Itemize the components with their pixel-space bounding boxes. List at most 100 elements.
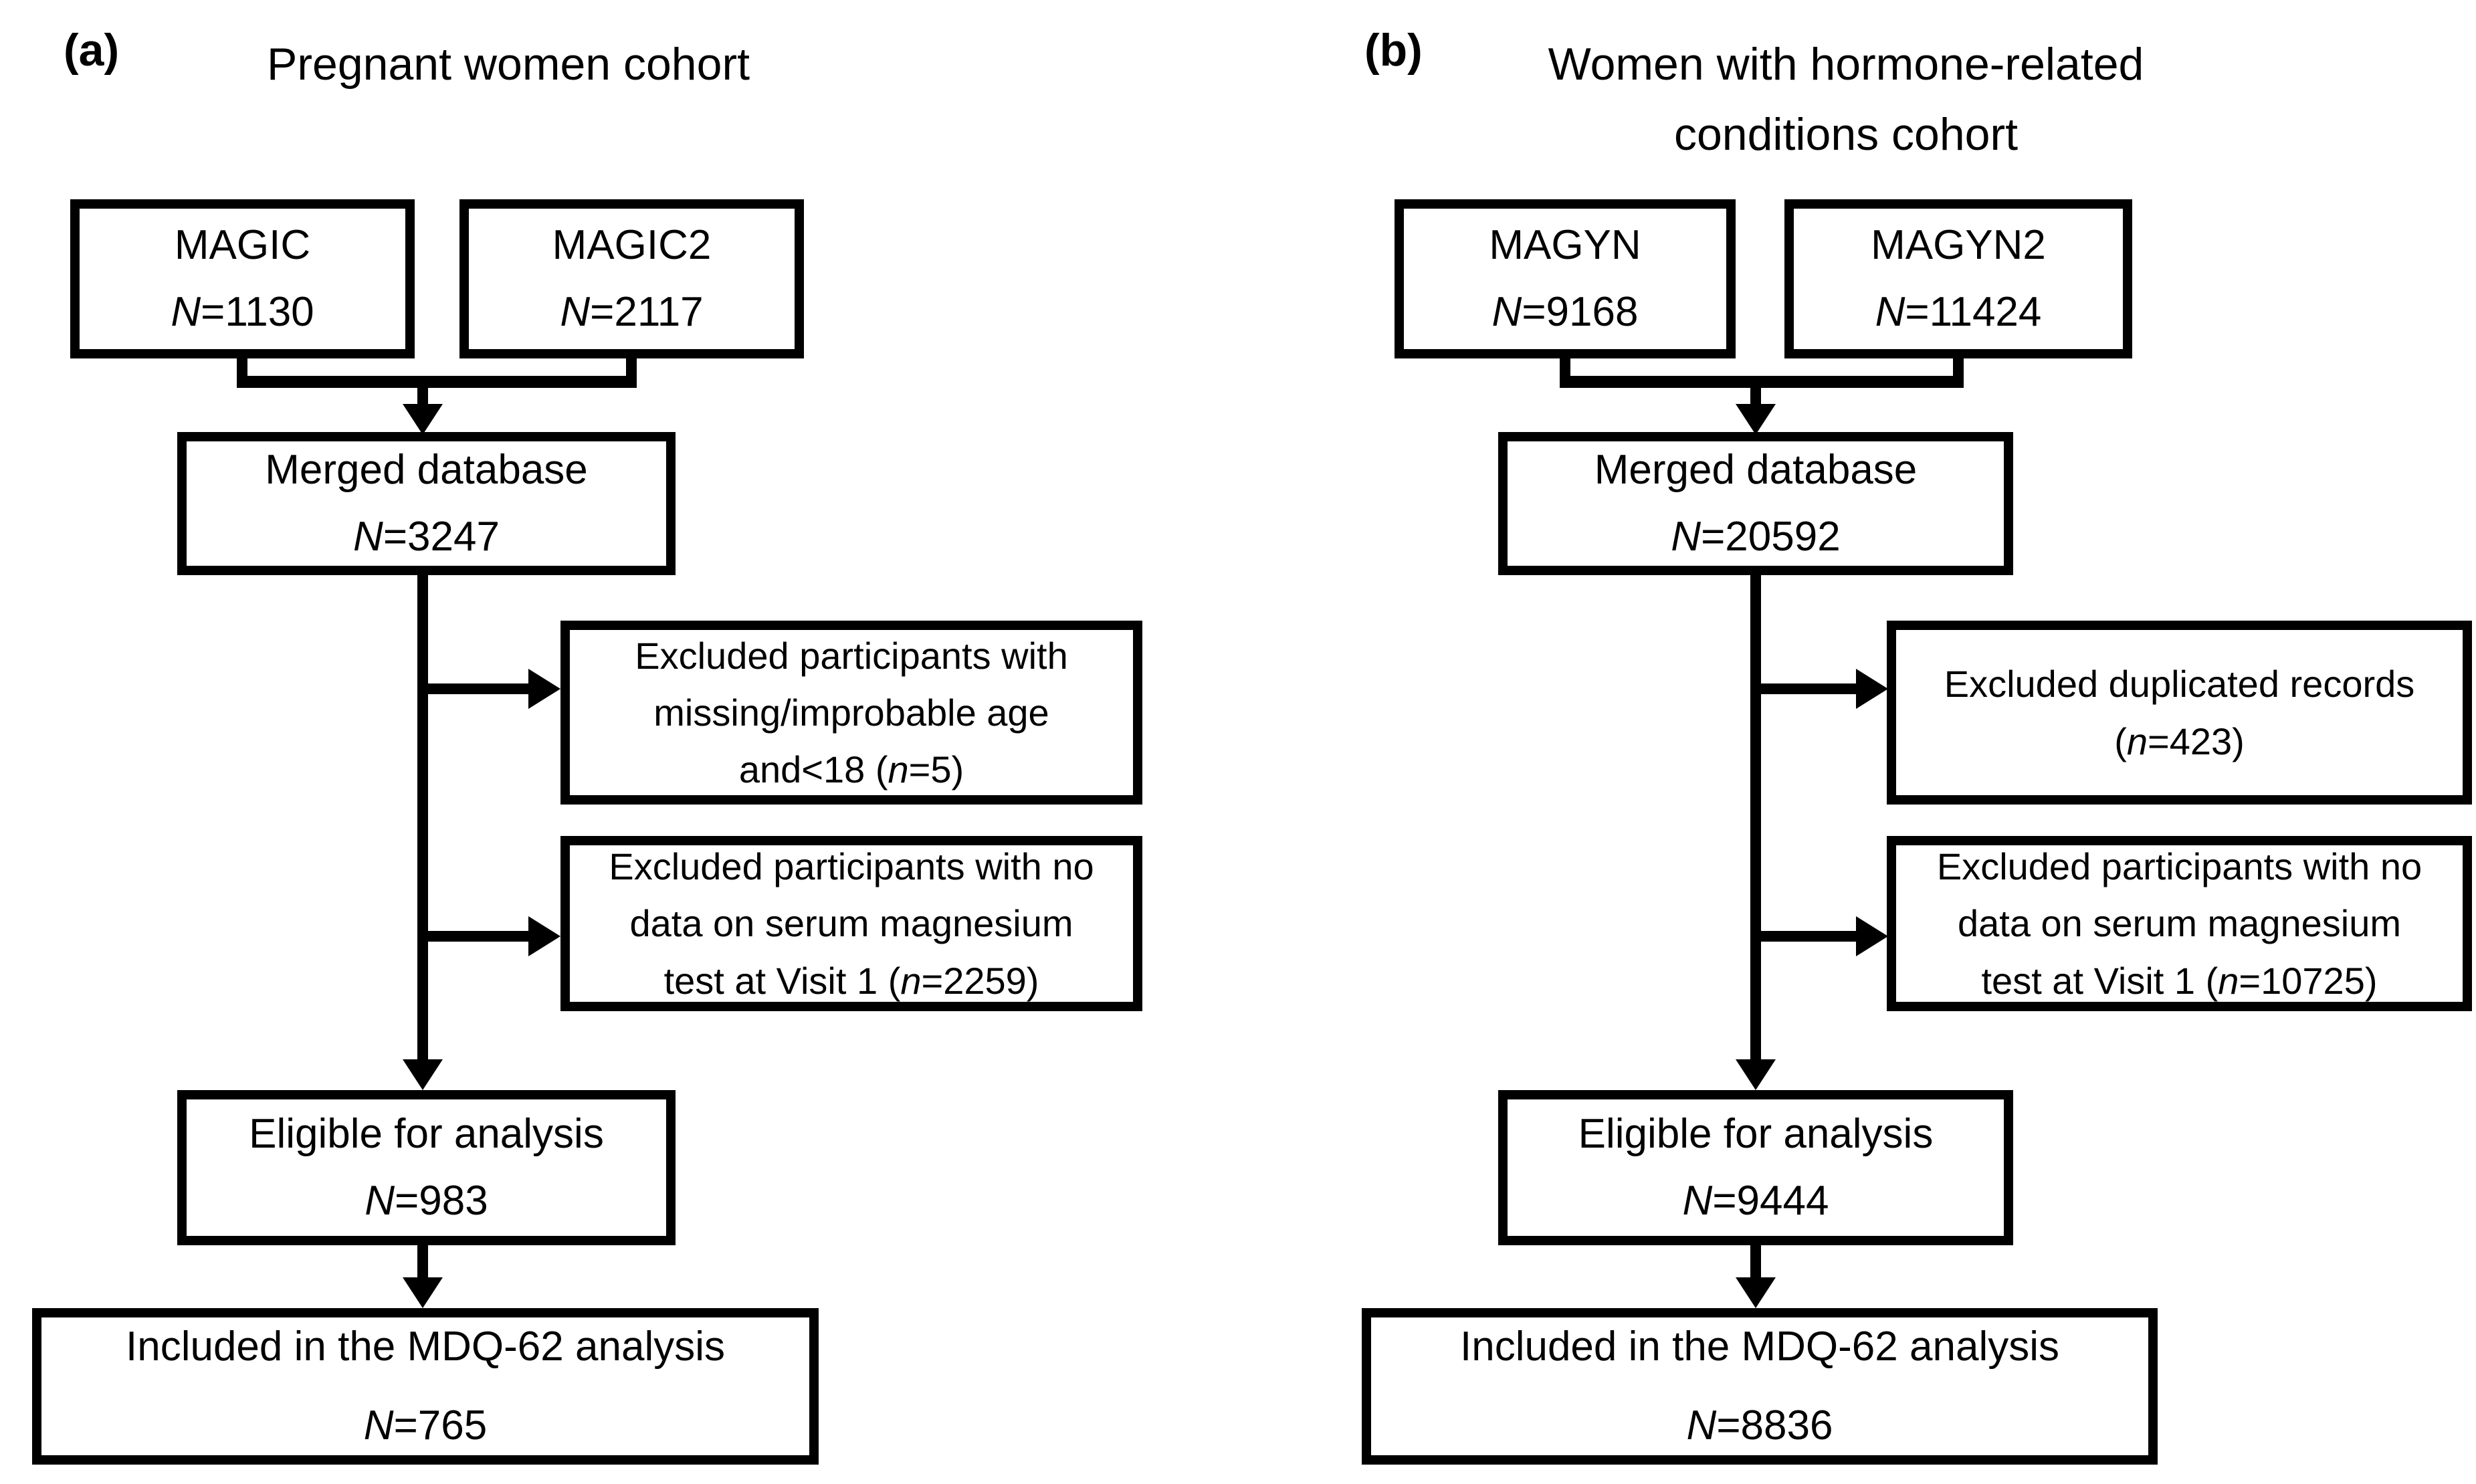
exclusion2-n-value-a: =2259) (921, 959, 1039, 1002)
eligible-title-b: Eligible for analysis (1578, 1110, 1934, 1157)
arrowhead-down-icon (403, 1059, 443, 1090)
exclusion-box-2-a: Excluded participants with no data on se… (560, 836, 1142, 1011)
magyn-box: MAGYN N=9168 (1395, 199, 1736, 358)
eligible-n-symbol-a: N (365, 1178, 395, 1224)
magic2-name: MAGIC2 (552, 221, 712, 268)
merged-n-value-b: =20592 (1701, 514, 1841, 560)
magic2-n-symbol: N (560, 289, 591, 335)
panel-a-title: Pregnant women cohort (267, 39, 750, 90)
included-box-a: Included in the MDQ-62 analysis N=765 (32, 1308, 819, 1465)
magic-n-symbol: N (171, 289, 201, 335)
included-n-value-a: =765 (393, 1402, 488, 1449)
merged-count-b: N=20592 (1671, 504, 1840, 570)
included-title-a: Included in the MDQ-62 analysis (125, 1323, 725, 1370)
eligible-count-b: N=9444 (1683, 1168, 1829, 1235)
exclusion2-n-value-b: =10725) (2239, 959, 2378, 1002)
included-n-value-b: =8836 (1716, 1402, 1833, 1449)
merge-arrow-stem-a (417, 387, 428, 408)
exclusion2-line3-b: test at Visit 1 (n=10725) (1981, 952, 2377, 1009)
magyn-n-symbol: N (1491, 289, 1522, 335)
included-arrow-stem-b (1750, 1245, 1761, 1280)
arrowhead-down-icon (403, 404, 443, 435)
included-n-symbol-b: N (1686, 1402, 1717, 1449)
exclusion-box-2-b: Excluded participants with no data on se… (1887, 836, 2472, 1011)
merged-count-a: N=3247 (353, 504, 500, 570)
magic-name: MAGIC (174, 221, 311, 268)
merge-bracket-bar-a (237, 376, 637, 388)
merged-n-value-a: =3247 (383, 514, 500, 560)
exclusion1-n-value-b: =423) (2148, 720, 2245, 762)
magic-count: N=1130 (171, 279, 314, 346)
included-arrow-stem-a (417, 1245, 428, 1280)
panel-b-title-line2: conditions cohort (1673, 109, 2019, 161)
magyn2-count: N=11424 (1875, 279, 2042, 346)
merged-title-b: Merged database (1594, 446, 1918, 493)
magyn2-name: MAGYN2 (1871, 221, 2046, 268)
exclusion1-line2-b: (n=423) (2114, 713, 2245, 770)
magic2-n-value: =2117 (590, 289, 704, 335)
eligible-n-value-b: =9444 (1712, 1178, 1829, 1224)
exclusion2-line3-pre-a: test at Visit 1 ( (663, 959, 901, 1002)
arrowhead-down-icon (1736, 1277, 1776, 1308)
included-title-b: Included in the MDQ-62 analysis (1459, 1323, 2059, 1370)
arrowhead-right-icon (528, 669, 560, 709)
panel-b-title-line1: Women with hormone-related (1548, 39, 2144, 90)
exclusion2-line3-pre-b: test at Visit 1 ( (1981, 959, 2219, 1002)
arrowhead-down-icon (1736, 404, 1776, 435)
included-count-a: N=765 (364, 1386, 487, 1465)
eligible-n-symbol-b: N (1682, 1178, 1713, 1224)
eligible-n-value-a: =983 (395, 1178, 488, 1224)
exclusion2-line1-b: Excluded participants with no (1936, 845, 2422, 888)
merged-database-box-b: Merged database N=20592 (1498, 432, 2013, 575)
arrowhead-right-icon (528, 916, 560, 956)
included-box-b: Included in the MDQ-62 analysis N=8836 (1362, 1308, 2158, 1465)
exclusion-branch-2-b (1761, 931, 1856, 942)
exclusion-box-1-a: Excluded participants with missing/impro… (560, 621, 1142, 805)
magic-box: MAGIC N=1130 (70, 199, 415, 358)
magic-n-value: =1130 (201, 289, 314, 335)
exclusion1-n-symbol-b: n (2126, 720, 2148, 762)
flow-line-b (1750, 575, 1761, 1061)
exclusion2-line2-a: data on serum magnesium (629, 902, 1073, 945)
eligible-box-a: Eligible for analysis N=983 (177, 1090, 676, 1245)
exclusion1-line3-a: and<18 (n=5) (739, 741, 964, 798)
magyn2-box: MAGYN2 N=11424 (1784, 199, 2132, 358)
arrowhead-down-icon (403, 1277, 443, 1308)
flow-line-a (417, 575, 428, 1061)
merged-n-symbol-a: N (353, 514, 383, 560)
exclusion1-line1-a: Excluded participants with (635, 634, 1068, 677)
exclusion1-line2-pre-b: ( (2114, 720, 2127, 762)
eligible-title-a: Eligible for analysis (249, 1110, 604, 1157)
merged-database-box-a: Merged database N=3247 (177, 432, 676, 575)
magyn-name: MAGYN (1489, 221, 1641, 268)
magyn2-n-symbol: N (1875, 289, 1905, 335)
exclusion2-n-symbol-a: n (900, 959, 922, 1002)
arrowhead-down-icon (1736, 1059, 1776, 1090)
exclusion-branch-1-b (1761, 683, 1856, 694)
included-n-symbol-a: N (363, 1402, 394, 1449)
magyn-n-value: =9168 (1522, 289, 1639, 335)
panel-b-label: (b) (1364, 25, 1423, 76)
magic2-box: MAGIC2 N=2117 (459, 199, 804, 358)
eligible-box-b: Eligible for analysis N=9444 (1498, 1090, 2013, 1245)
exclusion1-line1-b: Excluded duplicated records (1944, 663, 2415, 706)
panel-b-title: Women with hormone-related conditions co… (1512, 29, 2180, 171)
exclusion-box-1-b: Excluded duplicated records (n=423) (1887, 621, 2472, 805)
merge-arrow-stem-b (1750, 387, 1761, 408)
panel-a-label: (a) (64, 25, 120, 76)
merge-bracket-bar-b (1560, 376, 1964, 388)
arrowhead-right-icon (1856, 669, 1888, 709)
magic2-count: N=2117 (560, 279, 703, 346)
exclusion1-n-value-a: =5) (908, 748, 964, 791)
eligible-count-a: N=983 (365, 1168, 488, 1235)
included-count-b: N=8836 (1687, 1386, 1833, 1465)
exclusion-branch-2-a (428, 931, 528, 942)
exclusion2-n-symbol-b: n (2218, 959, 2239, 1002)
exclusion2-line1-a: Excluded participants with no (609, 845, 1094, 888)
magyn-count: N=9168 (1492, 279, 1639, 346)
exclusion-branch-1-a (428, 683, 528, 694)
magyn2-n-value: =11424 (1905, 289, 2042, 335)
exclusion1-n-symbol-a: n (888, 748, 909, 791)
merged-title-a: Merged database (265, 446, 588, 493)
exclusion1-line2-a: missing/improbable age (653, 691, 1049, 734)
